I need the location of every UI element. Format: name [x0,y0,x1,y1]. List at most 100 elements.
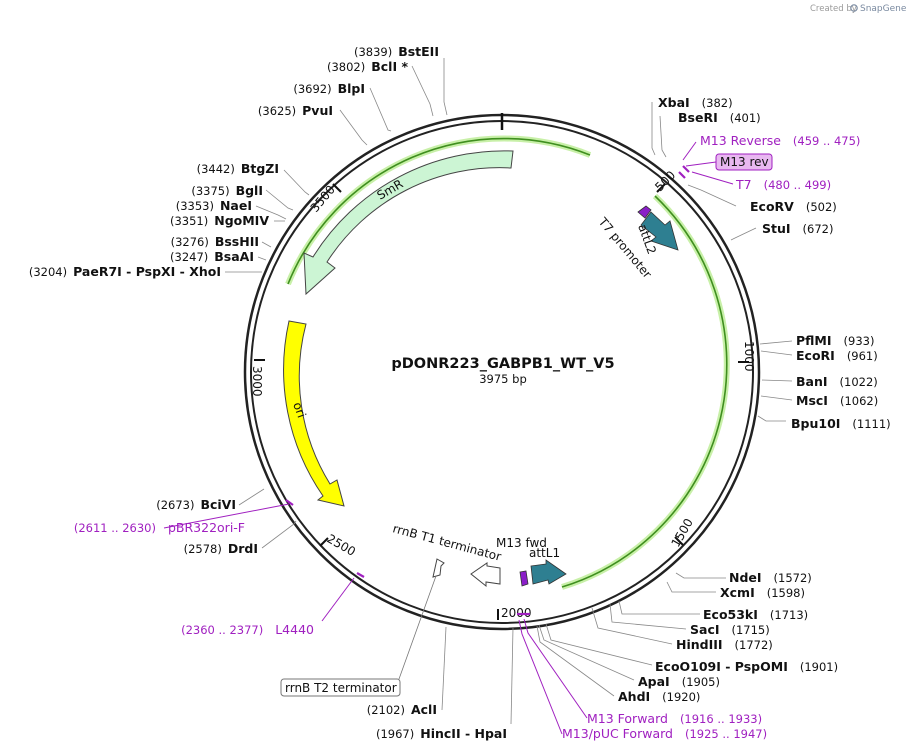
site-mscI[interactable]: MscI(1062) [796,393,878,408]
m13-rev-box-label: M13 rev [720,155,769,169]
leader-bclI [411,65,434,117]
primer-mark-m13-reverse[interactable] [682,165,690,173]
primer-l4440[interactable]: (2360 .. 2377)L4440 [181,622,314,637]
smr-feature[interactable] [303,150,514,296]
site-aclI[interactable]: (2102)AclI [367,702,437,717]
site-btgZI[interactable]: (3442)BtgZI [197,161,279,176]
leader-t7 [691,171,734,185]
leader-bseRI [659,115,667,158]
site-stuI[interactable]: StuI(672) [762,221,833,236]
leader-stuI [730,227,757,241]
leader-m13-rev-box [685,161,717,167]
site-blpI[interactable]: (3692)BlpI [293,81,365,96]
snapgene-logo-icon [850,4,858,12]
site-bclI[interactable]: (3802)BclI * [327,59,408,74]
site-ahdI[interactable]: AhdI(1920) [618,689,700,704]
site-hpaI[interactable]: (1967)HincII - HpaI [376,726,507,741]
leader-pbr322ori-f [163,503,290,529]
primer-mark-t7[interactable] [678,171,686,179]
leader-bssHII [261,241,272,248]
tick-1500 [674,536,684,546]
leader-apaI [538,624,635,681]
tick-label-2000: 2000 [501,606,532,620]
site-bseRI[interactable]: BseRI(401) [678,110,761,125]
primer-m13-forward[interactable]: M13 Forward(1916 .. 1933) [587,711,762,726]
primer-pbr322ori-f[interactable]: (2611 .. 2630)pBR322ori-F [74,520,245,535]
leader-mscI [760,395,793,401]
m13-fwd-feature[interactable] [519,570,529,587]
leader-hpaI [510,627,514,725]
ori-feature[interactable] [283,320,345,507]
site-naeI[interactable]: (3353)NaeI [176,198,252,213]
site-ecoO109I[interactable]: EcoO109I - PspOMI(1901) [655,659,838,674]
site-ecoRV[interactable]: EcoRV(502) [750,199,837,214]
credit-brand: SnapGene [860,4,907,14]
leader-m13-reverse [682,141,697,161]
primer-mark-pbr322ori-f[interactable] [285,499,294,506]
attl2-feature[interactable] [640,211,679,251]
rrnb-t2-terminator-feature[interactable] [432,558,445,578]
leader-aclI [441,626,447,711]
leader-eco53kI [618,600,700,615]
m13-rev-box[interactable] [715,153,773,171]
tick-label-1000: 1000 [742,341,756,372]
leader-bsaAI [257,256,267,261]
tick-500 [656,183,666,193]
site-bciVI[interactable]: (2673)BciVI [156,497,236,512]
primer-m13-reverse[interactable]: M13 Reverse(459 .. 475) [700,133,860,148]
leader-btgZI [283,169,310,196]
tick-2500 [319,537,329,547]
site-xhoI[interactable]: (3204)PaeR7I - PspXI - XhoI [29,264,221,279]
m13-fwd-label: M13 fwd [496,536,547,550]
site-ndeI[interactable]: NdeI(1572) [729,570,812,585]
leader-m13-forward [523,618,588,719]
leader-pvuI [339,109,368,146]
primer-m13-puc-forward[interactable]: M13/pUC Forward(1925 .. 1947) [562,726,767,741]
site-bssHII[interactable]: (3276)BssHII [171,234,259,249]
leader-xcmI [666,581,716,593]
site-drdI[interactable]: (2578)DrdI [184,541,258,556]
leader-ahdI [536,625,615,697]
rrnb-t2-leader [398,575,437,680]
site-eco53kI[interactable]: Eco53kI(1713) [703,607,808,622]
leader-blpI [369,87,392,132]
leader-ecoRV [687,184,737,207]
site-xbaI[interactable]: XbaI(382) [658,95,733,110]
site-bstEII[interactable]: (3839)BstEII [354,44,439,59]
site-bsaAI[interactable]: (3247)BsaAI [170,249,254,264]
leader-bciVI [238,488,265,506]
site-ecoRI[interactable]: EcoRI(961) [796,348,878,363]
leader-ecoRI [760,350,793,356]
insert-arc-top[interactable] [287,137,591,285]
site-bpu10I[interactable]: Bpu10I(1111) [791,416,891,431]
site-banI[interactable]: BanI(1022) [796,374,878,389]
rrnb-t1-terminator-feature[interactable] [470,562,501,588]
site-pvuI[interactable]: (3625)PvuI [258,103,333,118]
site-bglI[interactable]: (3375)BglI [191,183,263,198]
insert-arc-right[interactable] [561,195,728,588]
tick-3500 [332,183,342,193]
insert-arc-right-glow [561,193,730,590]
leader-drdI [261,520,297,549]
site-hindIII[interactable]: HindIII(1772) [676,637,773,652]
site-pflMI[interactable]: PflMI(933) [796,333,874,348]
leader-banI [761,379,793,382]
leader-sacI [609,603,687,630]
site-sacI[interactable]: SacI(1715) [690,622,770,637]
leader-naeI [255,205,287,220]
rrnb-t2-terminator-box[interactable] [280,678,401,697]
plasmid-length: 3975 bp [479,372,527,386]
ori-label: ori [290,400,308,419]
primer-mark-l4440[interactable] [356,572,365,578]
site-ngoMIV[interactable]: (3351)NgoMIV [170,213,269,228]
leader-m13-puc-forward [518,619,563,735]
site-apaI[interactable]: ApaI(1905) [638,674,720,689]
attl1-feature[interactable] [530,559,567,585]
leader-xbaI [651,102,656,156]
leader-ndeI [675,572,726,579]
primer-t7[interactable]: T7(480 .. 499) [735,177,831,192]
site-xcmI[interactable]: XcmI(1598) [720,585,805,600]
attl1-label: attL1 [529,546,560,560]
t7-promoter-feature[interactable] [637,205,652,219]
